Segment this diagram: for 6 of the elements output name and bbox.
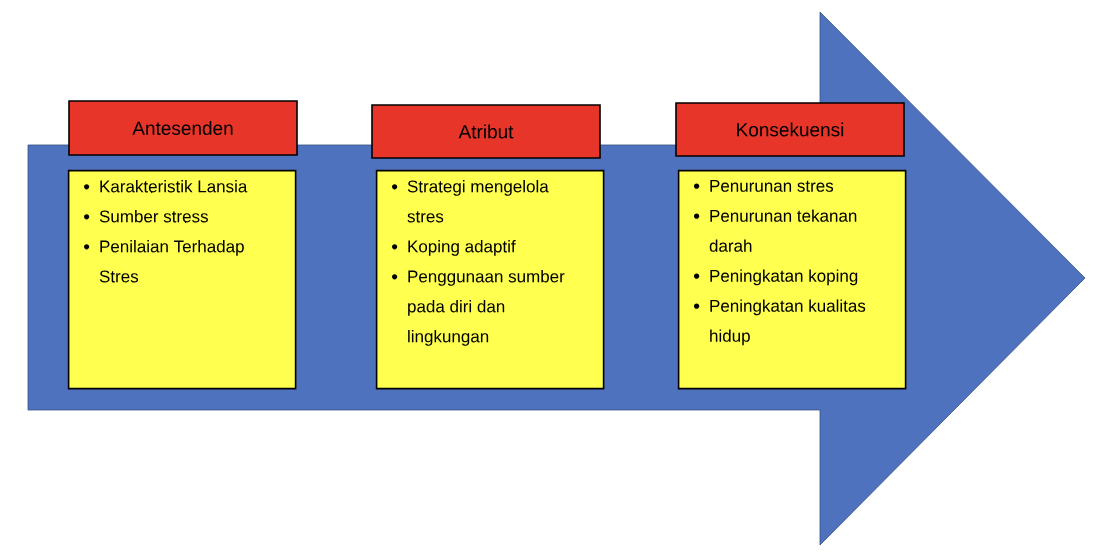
content-box: Strategi mengelola stres Koping adaptif Penggunaan sumber pada diri dan lingkungan bbox=[375, 169, 605, 390]
header-box: Atribut bbox=[371, 104, 601, 159]
header-box: Antesenden bbox=[68, 100, 298, 156]
content-box: Karakteristik Lansia Sumber stress Penilaian Terhadap Stres bbox=[67, 169, 297, 390]
header-box: Konsekuensi bbox=[675, 102, 905, 157]
content-box: Penurunan stres Penurunan tekanan darah Peningkatan koping Peningkatan kualitas hidup bbox=[677, 169, 907, 390]
